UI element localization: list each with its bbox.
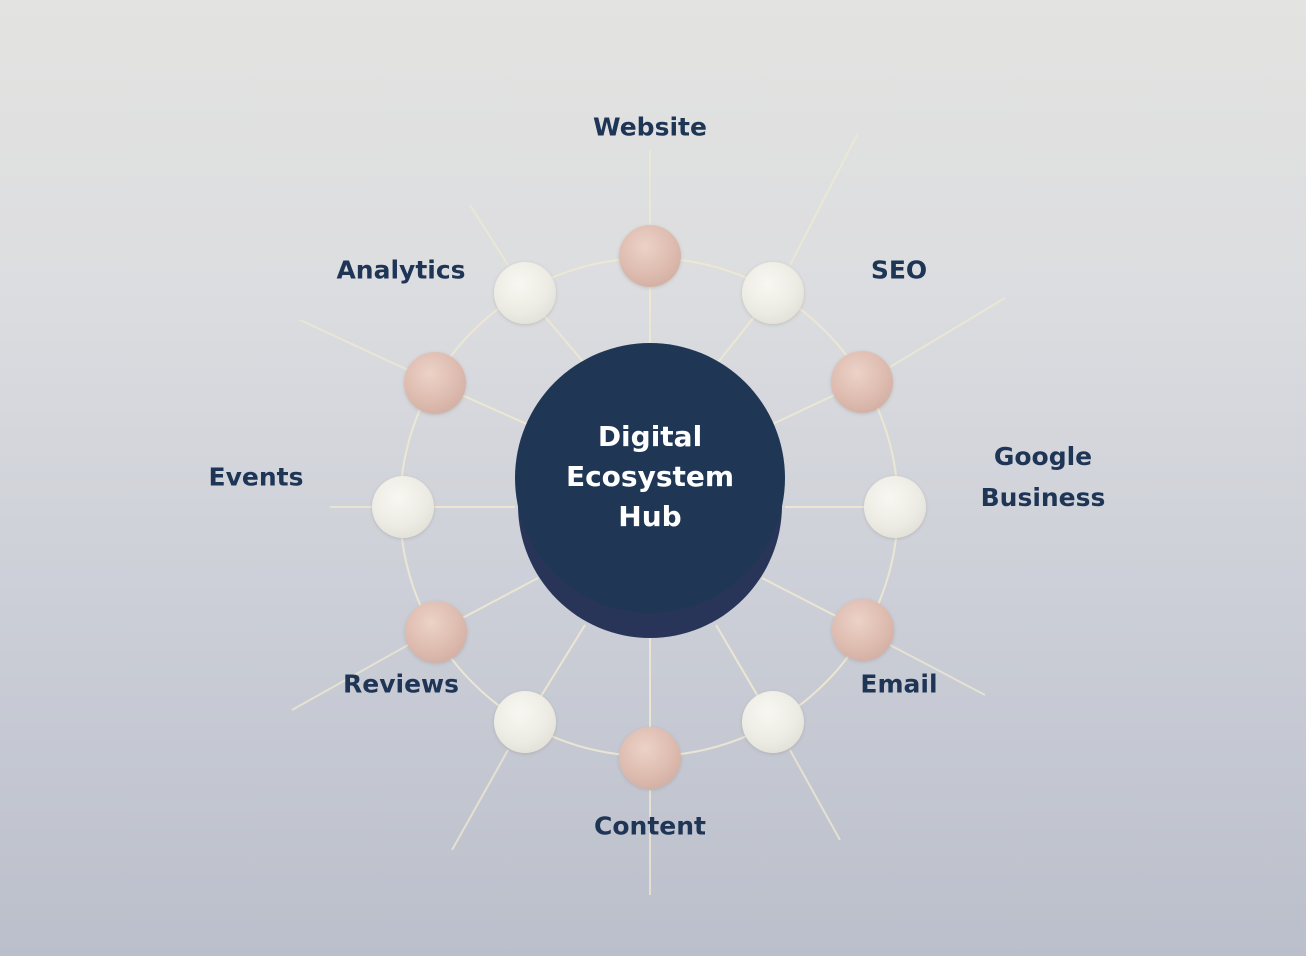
hub-title-line3: Hub <box>618 500 682 533</box>
node-seo-upper <box>742 262 804 324</box>
label-seo: SEO <box>870 255 928 285</box>
node-google-business <box>864 476 926 538</box>
label-google-business: Google Business <box>981 436 1106 518</box>
node-seo <box>831 351 893 413</box>
label-events: Events <box>208 462 304 492</box>
label-reviews: Reviews <box>342 669 460 699</box>
node-reviews <box>405 601 467 663</box>
hub-title-line1: Digital <box>597 420 703 453</box>
label-content: Content <box>594 811 706 841</box>
label-google-business-line1: Google <box>993 442 1093 471</box>
hub-title: Digital Ecosystem Hub <box>550 417 750 537</box>
node-analytics-upper <box>494 262 556 324</box>
hub-title-line2: Ecosystem <box>565 460 735 493</box>
label-analytics: Analytics <box>336 255 466 285</box>
label-email: Email <box>860 669 938 699</box>
node-analytics <box>404 352 466 414</box>
node-website <box>619 225 681 287</box>
node-content <box>619 727 681 789</box>
node-email <box>832 599 894 661</box>
node-reviews-lower <box>494 691 556 753</box>
node-events <box>372 476 434 538</box>
label-google-business-line2: Business <box>980 483 1106 512</box>
node-email-lower <box>742 691 804 753</box>
hub-circle: Digital Ecosystem Hub <box>515 343 785 613</box>
label-website: Website <box>593 112 707 142</box>
